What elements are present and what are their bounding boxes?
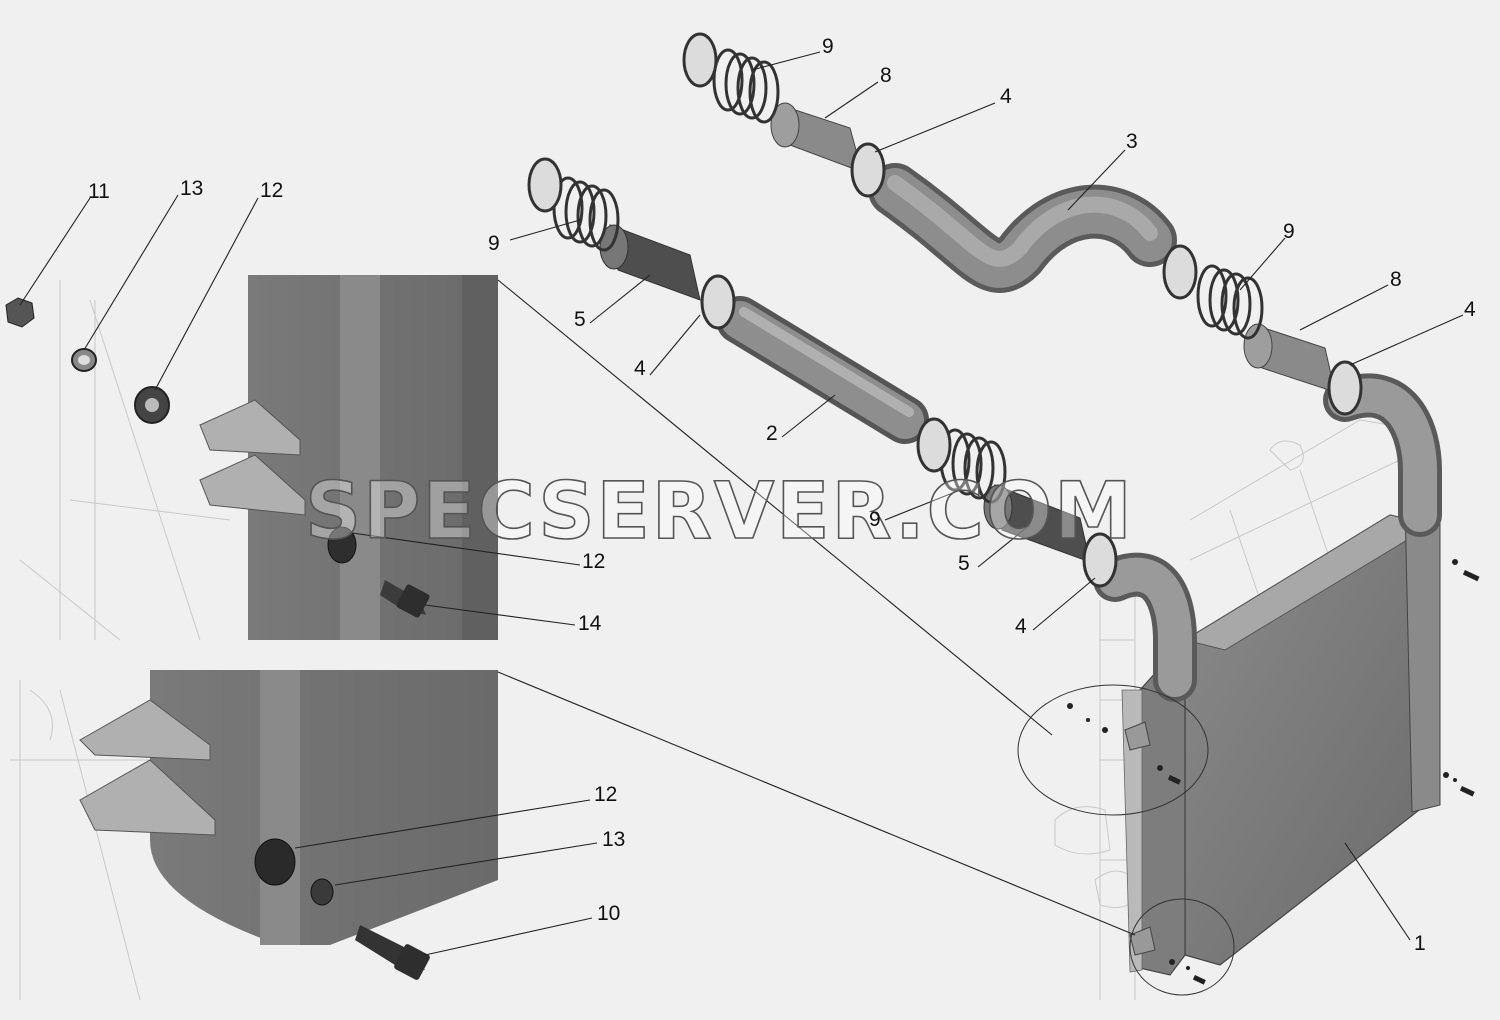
callout-5: 5 (574, 308, 586, 331)
elbow-right (1323, 373, 1442, 537)
washer-13-top (71, 348, 97, 372)
detail-view-lower (79, 670, 498, 980)
detail-connector-lines (497, 279, 1136, 936)
hose-8-top (770, 102, 863, 173)
callout-11: 11 (88, 180, 110, 203)
elbow-left (1093, 552, 1197, 702)
nut-11 (5, 297, 35, 328)
callout-12: 12 (594, 783, 617, 806)
callout-12: 12 (582, 550, 605, 573)
washer-12-top (134, 386, 170, 424)
callout-2: 2 (766, 422, 778, 445)
callout-8: 8 (880, 64, 892, 87)
callout-12: 12 (260, 179, 283, 202)
detail-circles (1017, 684, 1235, 996)
callout-3: 3 (1126, 130, 1138, 153)
callout-14: 14 (578, 612, 602, 635)
callout-5: 5 (958, 552, 970, 575)
pipe-2 (716, 296, 929, 444)
callout-leaders (19, 51, 1464, 956)
callout-13: 13 (180, 177, 203, 200)
callout-10: 10 (597, 902, 620, 925)
vehicle-frame-ghost (10, 280, 1421, 1001)
callout-9: 9 (822, 35, 834, 58)
callout-4: 4 (1464, 298, 1476, 321)
callout-9: 9 (1283, 220, 1295, 243)
pipe-3-upper (868, 163, 1177, 293)
hose-8-right (1243, 323, 1336, 393)
callout-4: 4 (1015, 615, 1027, 638)
callout-labels: 9 8 4 3 11 13 12 9 5 4 9 8 4 2 9 12 14 5… (88, 35, 1476, 955)
callout-4: 4 (1000, 85, 1012, 108)
clamps-4 (527, 32, 1363, 588)
callout-9: 9 (488, 232, 500, 255)
intercooler-core (1121, 504, 1441, 976)
callout-9: 9 (869, 508, 881, 531)
callout-1: 1 (1414, 932, 1426, 955)
mounting-bolts (1067, 559, 1480, 985)
watermark-text: SPECSERVER.COM (305, 467, 1134, 557)
hose-5-lower (983, 484, 1091, 563)
callout-8: 8 (1390, 268, 1402, 291)
callout-4: 4 (634, 357, 646, 380)
hose-5-left (599, 224, 701, 301)
spring-9-top (712, 48, 780, 124)
spring-9-right (1196, 264, 1264, 340)
callout-13: 13 (602, 828, 625, 851)
detail-view-upper (199, 275, 498, 640)
